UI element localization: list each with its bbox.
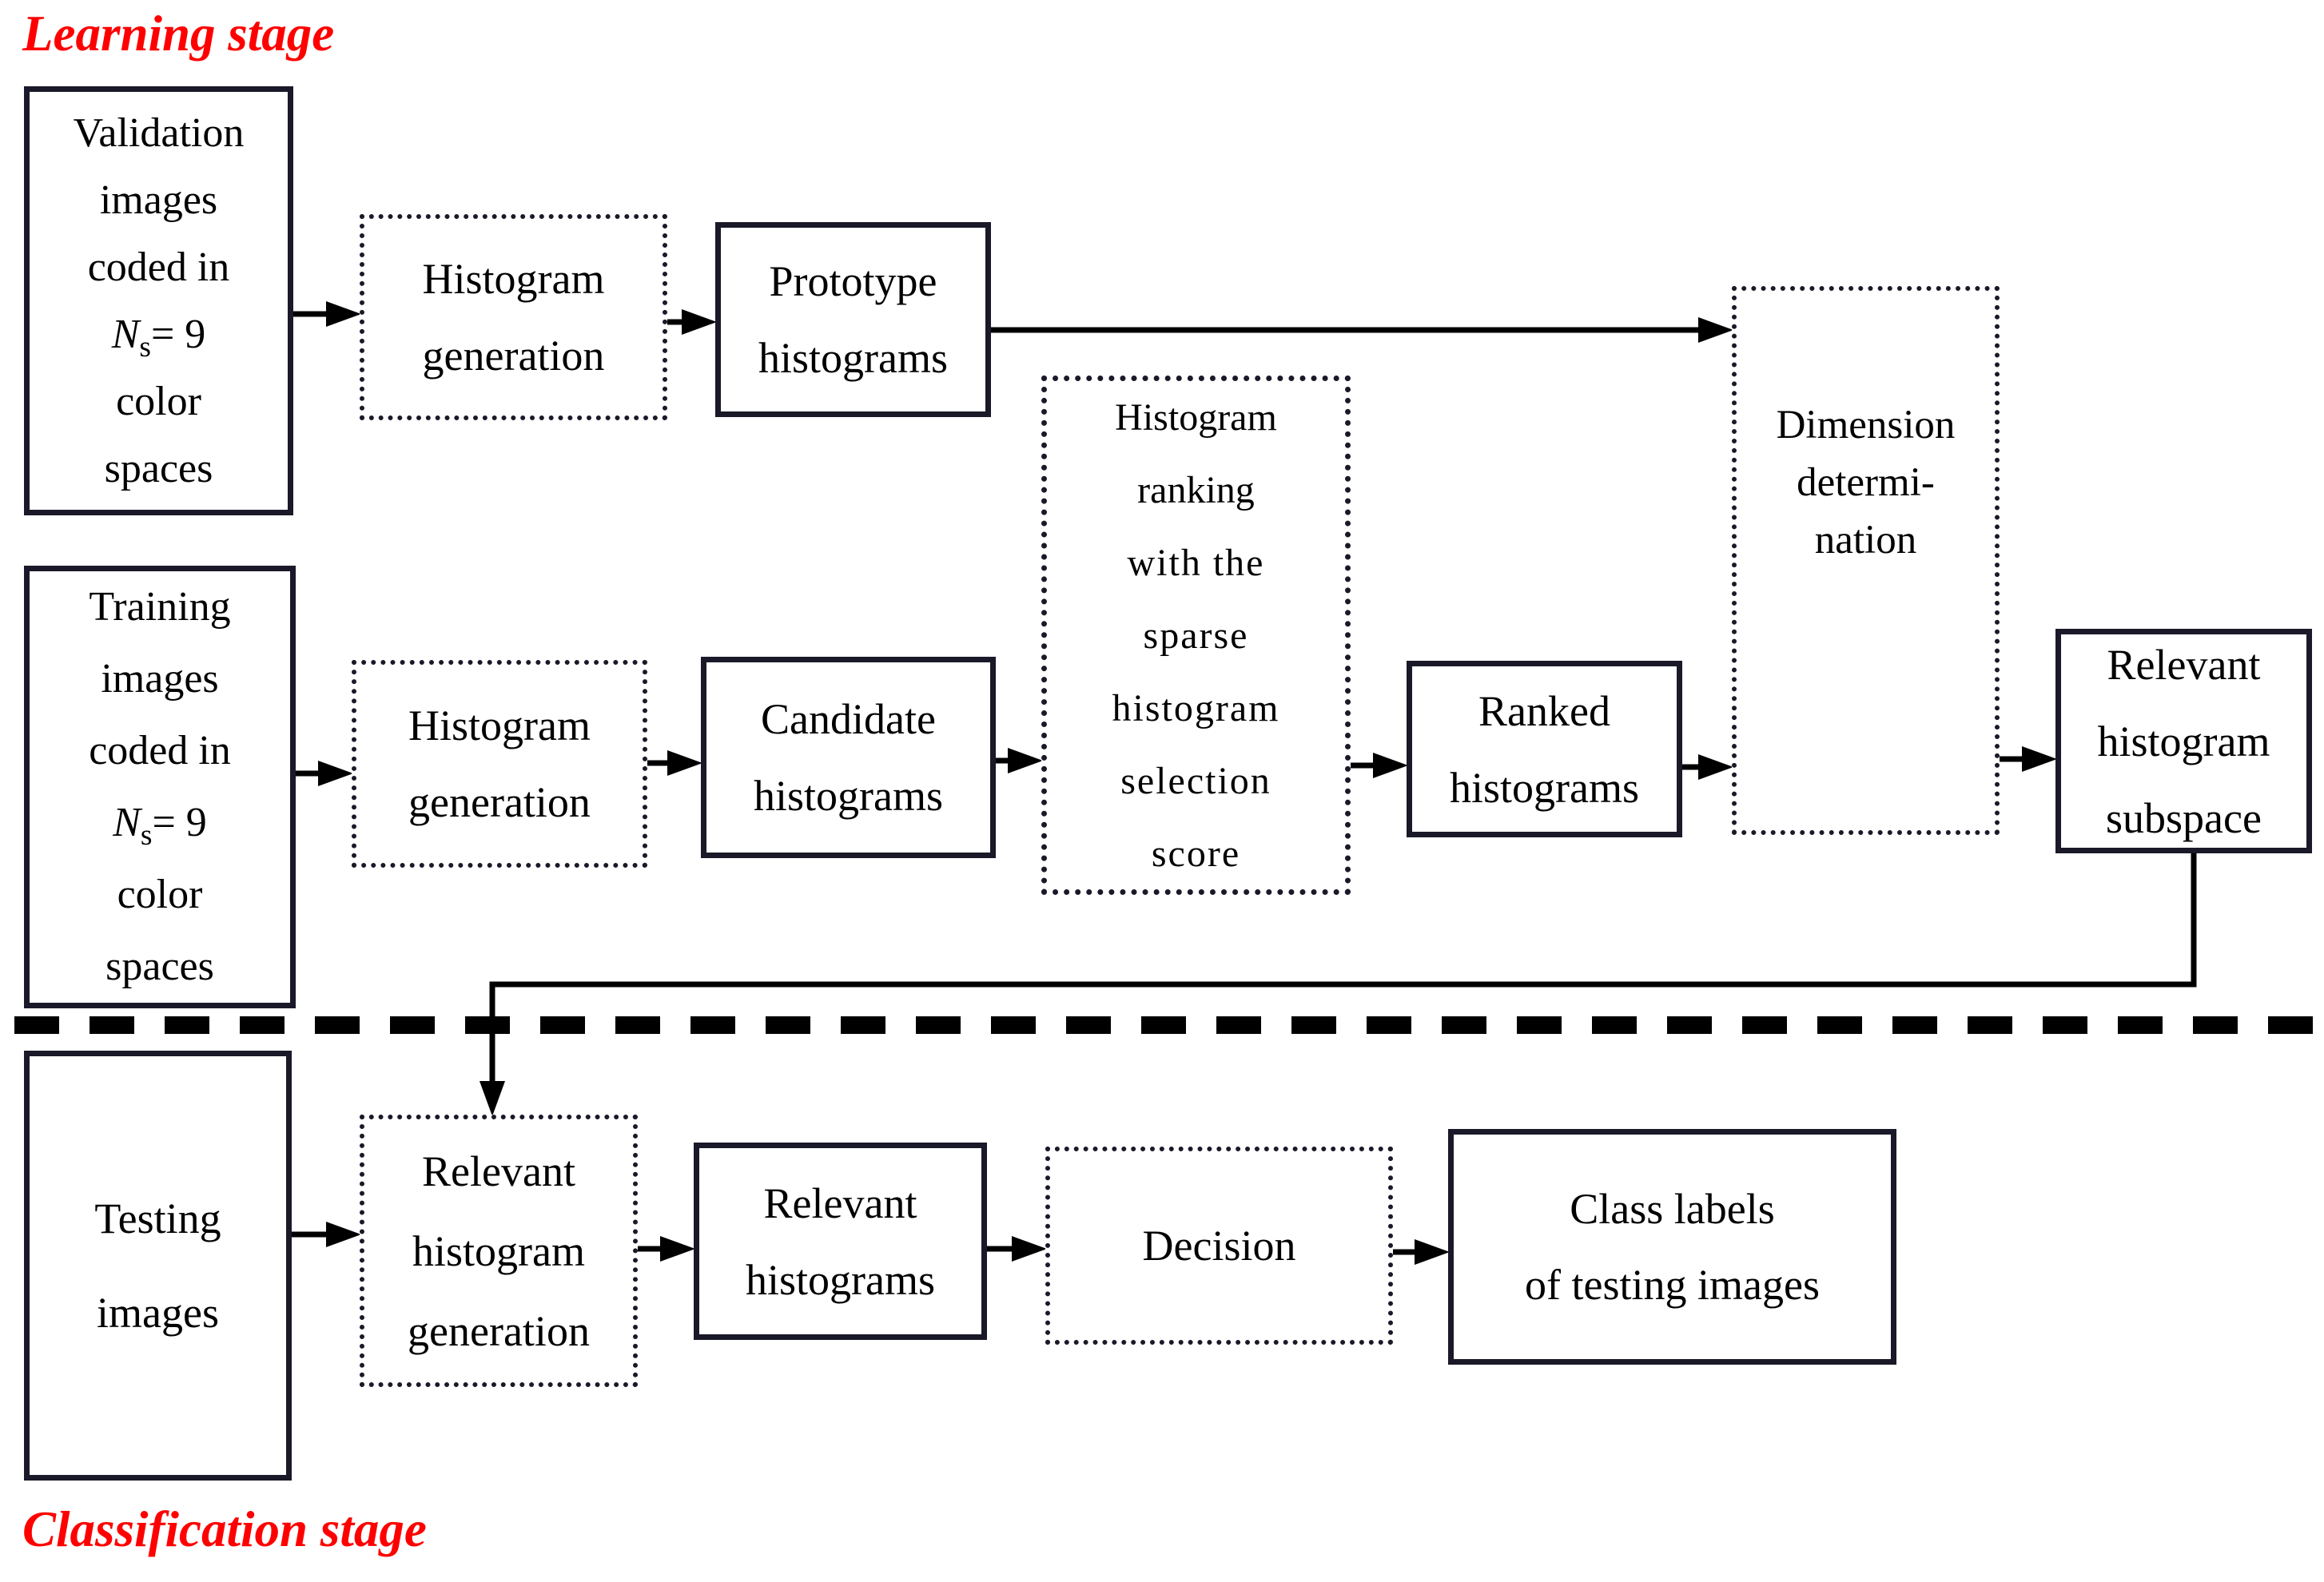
histogram-ranking-label-tail: with the sparse histogram selection scor… bbox=[1112, 541, 1280, 875]
class-labels-label: Class labels of testing images bbox=[1525, 1184, 1820, 1309]
arrow-testing-to-relevant-generation bbox=[292, 1222, 361, 1247]
decision-label: Decision bbox=[1142, 1222, 1296, 1270]
arrow-prototype-to-dimension bbox=[989, 317, 1733, 343]
relevant-histogram-generation-label: Relevant histogram generation bbox=[408, 1147, 590, 1355]
classification-stage-label: Classification stage bbox=[22, 1501, 427, 1557]
prototype-histograms-label: Prototype histograms bbox=[758, 257, 948, 382]
stage-divider-line bbox=[14, 1016, 2313, 1034]
arrow-histogram-generation-to-prototype bbox=[667, 309, 717, 335]
relevant-histogram-subspace-box: Relevant histogram subspace bbox=[2055, 629, 2312, 853]
arrow-histogram-generation-to-candidate bbox=[647, 750, 702, 776]
histogram-ranking-label-head: Histogram ranking bbox=[1115, 396, 1277, 511]
histogram-generation-top-box: Histogram generation bbox=[360, 214, 667, 420]
dimension-determination-label: Dimension determi- nation bbox=[1776, 402, 1956, 562]
decision-box: Decision bbox=[1045, 1147, 1393, 1345]
validation-images-label-top: Validation images coded in bbox=[73, 109, 245, 290]
arrow-relevant-histograms-to-decision bbox=[987, 1236, 1047, 1262]
color-spaces-count-formula: Ns= 9 bbox=[111, 311, 206, 364]
testing-images-label: Testing images bbox=[94, 1194, 221, 1337]
training-images-box: Training images coded in Ns= 9 color spa… bbox=[24, 566, 296, 1008]
histogram-ranking-box: Histogram ranking with the sparse histog… bbox=[1041, 376, 1351, 895]
arrow-decision-to-class-labels bbox=[1393, 1239, 1450, 1265]
candidate-histograms-label: Candidate histograms bbox=[754, 695, 943, 820]
validation-images-box: Validation images coded in Ns= 9 color s… bbox=[24, 86, 293, 515]
relevant-histograms-label: Relevant histograms bbox=[746, 1179, 935, 1304]
training-images-label-top: Training images coded in bbox=[89, 584, 231, 773]
ranked-histograms-box: Ranked histograms bbox=[1407, 661, 1682, 837]
candidate-histograms-box: Candidate histograms bbox=[701, 657, 996, 858]
arrow-ranking-to-ranked bbox=[1351, 753, 1408, 778]
histogram-generation-middle-box: Histogram generation bbox=[352, 660, 647, 868]
class-labels-box: Class labels of testing images bbox=[1448, 1129, 1896, 1365]
arrow-candidate-to-ranking bbox=[996, 748, 1043, 773]
arrow-validation-to-histogram-generation bbox=[293, 301, 361, 327]
prototype-histograms-box: Prototype histograms bbox=[715, 222, 991, 417]
validation-images-label-bottom: color spaces bbox=[104, 378, 213, 491]
ranked-histograms-label: Ranked histograms bbox=[1450, 686, 1639, 812]
training-images-label-bottom: color spaces bbox=[105, 872, 214, 989]
dimension-determination-box: Dimension determi- nation bbox=[1732, 286, 2000, 835]
testing-images-box: Testing images bbox=[24, 1051, 292, 1481]
relevant-histograms-box: Relevant histograms bbox=[694, 1143, 987, 1340]
relevant-histogram-generation-box: Relevant histogram generation bbox=[360, 1115, 638, 1387]
histogram-generation-middle-label: Histogram generation bbox=[408, 702, 591, 826]
arrow-dimension-to-subspace bbox=[2000, 746, 2057, 772]
color-spaces-count-formula: Ns= 9 bbox=[113, 800, 207, 853]
relevant-histogram-subspace-label: Relevant histogram subspace bbox=[2097, 640, 2270, 842]
arrow-training-to-histogram-generation bbox=[296, 761, 353, 786]
arrow-relevant-generation-to-relevant-histograms bbox=[638, 1236, 695, 1262]
histogram-generation-top-label: Histogram generation bbox=[422, 255, 605, 380]
arrow-ranked-to-dimension bbox=[1682, 754, 1733, 780]
learning-stage-label: Learning stage bbox=[22, 6, 335, 62]
